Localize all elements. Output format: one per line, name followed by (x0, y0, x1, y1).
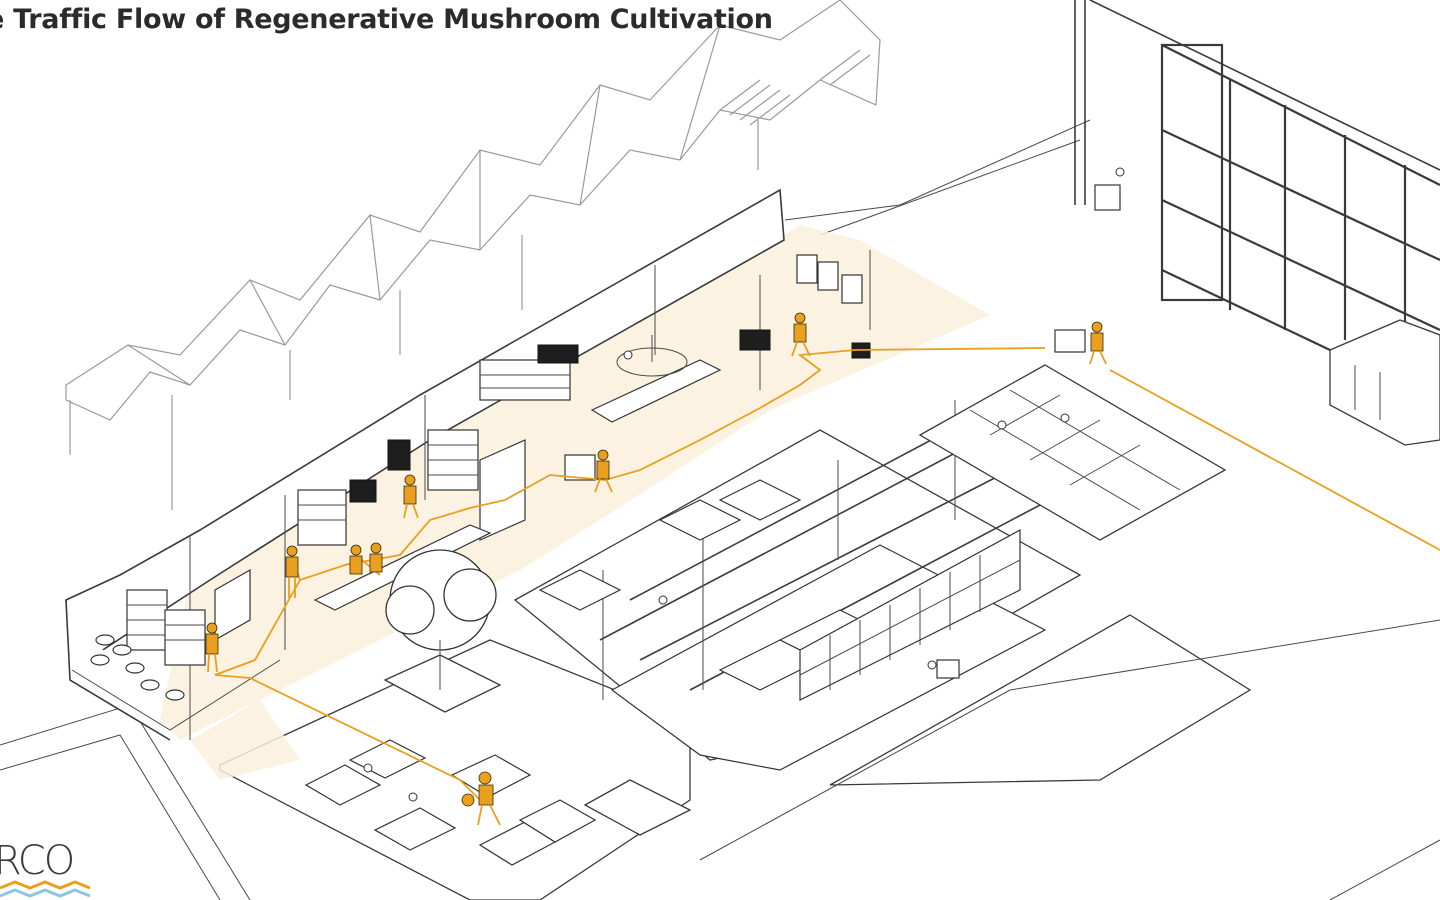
worker-figure (369, 542, 383, 573)
rack (479, 359, 571, 401)
shelving-racks (126, 344, 579, 666)
diagram-title: e Traffic Flow of Regenerative Mushroom … (0, 4, 773, 35)
roof-ribs (719, 49, 871, 126)
log-pile (90, 634, 185, 701)
worker-figure (285, 545, 299, 598)
tree (383, 549, 502, 713)
raised-beds (538, 479, 882, 691)
worker-figure (403, 474, 419, 519)
site-ground (0, 119, 1440, 900)
cultivation-area (513, 400, 1082, 771)
dark-equipment (537, 344, 579, 364)
rack (164, 609, 206, 666)
logo-text: RCO (0, 838, 75, 884)
traffic-flow (214, 347, 1440, 801)
bins-and-carts (564, 184, 1121, 679)
worker-figure (1089, 321, 1107, 365)
worker-figure (594, 449, 613, 493)
rack (126, 589, 168, 651)
worker-figure (349, 544, 363, 575)
rack (349, 439, 411, 503)
rack (427, 429, 479, 491)
worker-figure (791, 312, 811, 357)
other-people (363, 167, 1125, 802)
logo-mark (0, 880, 91, 898)
worker-figure (461, 771, 501, 826)
rack (297, 489, 347, 546)
workers (205, 312, 1107, 826)
worker-figure (205, 622, 219, 673)
storage-racks-grid (799, 528, 1021, 701)
building-shell (65, 188, 871, 741)
glass-building (1074, 0, 1440, 446)
circulation-zones (160, 225, 990, 780)
canopy-roof (65, 0, 881, 510)
